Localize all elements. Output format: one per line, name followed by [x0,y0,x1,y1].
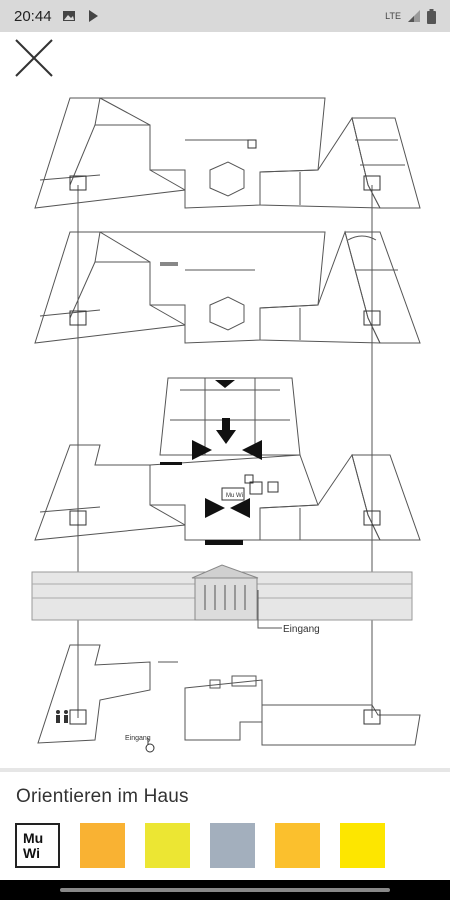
section-title: Orientieren im Haus [16,786,189,807]
signal-icon [408,10,420,22]
muwi-logo-button[interactable]: Mu Wi [15,823,60,868]
close-icon [15,39,53,77]
play-store-icon [88,10,98,22]
floor-plan-map[interactable]: Eingang Eingang Mu Wi [0,84,450,760]
building-facade [31,564,413,621]
navigation-bar [0,880,450,900]
battery-icon [427,8,436,24]
floor-2-plan [34,230,421,344]
entrance-label-basement: Eingang [125,735,151,742]
status-time: 20:44 [14,7,52,25]
floor-3-plan [34,97,421,209]
floor-swatch-lime[interactable] [145,823,190,868]
accessible-icon [145,738,155,753]
logo-line-1: Mu [23,829,44,846]
floor-swatch-yellow[interactable] [340,823,385,868]
floor-selector: Mu Wi [15,823,385,868]
floor-swatch-orange[interactable] [80,823,125,868]
floor-swatch-gray[interactable] [210,823,255,868]
entrance-label: Eingang [283,624,320,635]
network-type: LTE [385,11,401,21]
home-gesture-bar[interactable] [60,888,390,892]
close-button[interactable] [14,38,54,78]
logo-line-2: Wi [23,844,40,861]
floor-swatch-amber[interactable] [275,823,320,868]
room-label: Mu Wi [226,493,243,499]
floor-1-plan [34,377,421,541]
image-icon [62,11,75,21]
toilet-icon [56,710,68,723]
status-bar: 20:44 LTE [0,0,450,32]
basement-plan [37,644,421,746]
divider [0,768,450,772]
